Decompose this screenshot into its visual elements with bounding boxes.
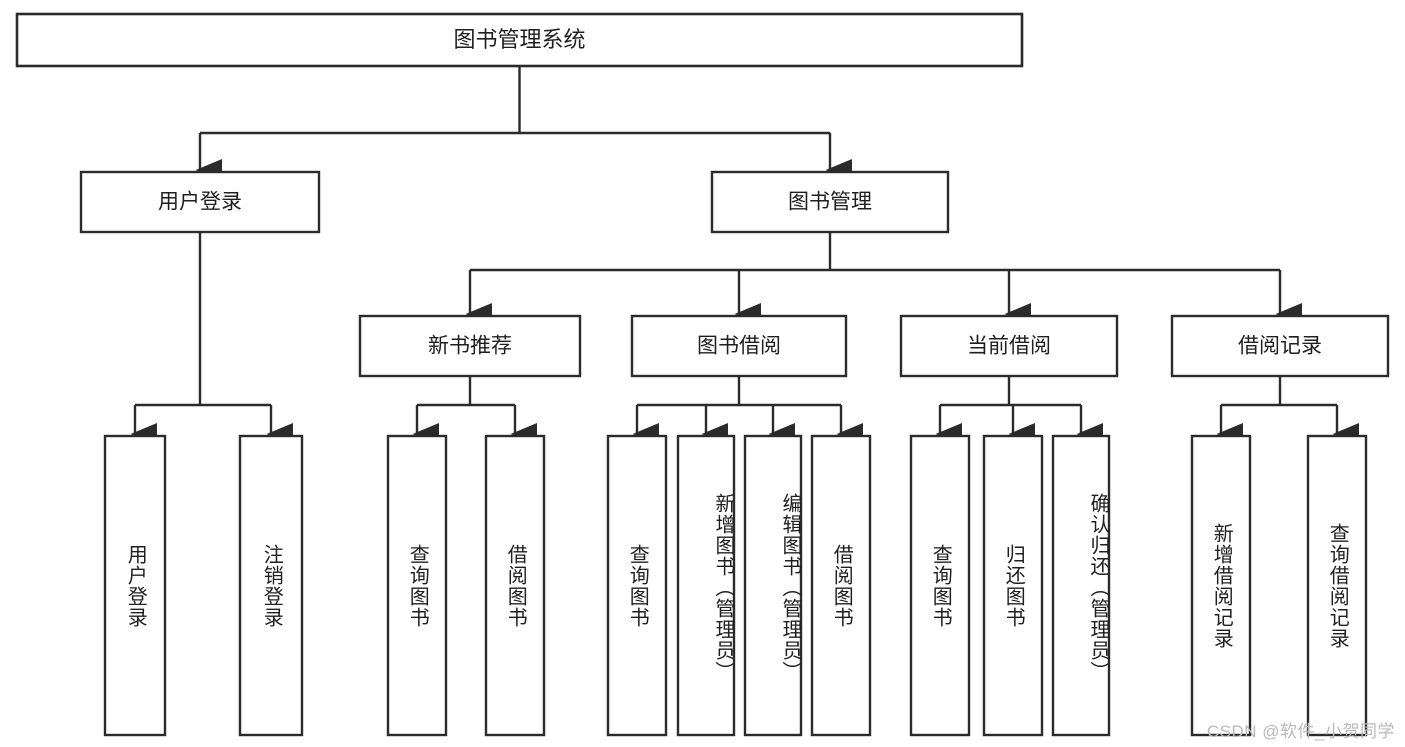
connector-layer <box>130 66 1359 445</box>
node-leaf-label-5: 新增图书（管理员） <box>712 493 734 682</box>
node-leaf-label-1-wrap: 注销登录 <box>260 543 283 628</box>
node-leaf-label-0-wrap: 用户登录 <box>124 543 147 628</box>
node-leaf-label-8-wrap: 查询图书 <box>929 543 952 628</box>
node-level2-box-2[interactable] <box>899 314 1119 378</box>
node-level2-box-3[interactable] <box>1170 314 1390 378</box>
node-leaf-label-3-wrap: 借阅图书 <box>504 543 527 628</box>
node-level1-label-0: 用户登录 <box>158 191 242 214</box>
node-leaf-box-2[interactable] <box>386 434 448 737</box>
node-leaf-box-9[interactable] <box>982 434 1044 737</box>
node-leaf-label-4: 查询图书 <box>626 543 649 628</box>
node-leaf-label-12: 查询借阅记录 <box>1326 522 1349 649</box>
node-leaf-label-11: 新增借阅记录 <box>1210 522 1233 649</box>
node-level2-box-1[interactable] <box>630 314 848 378</box>
node-leaf-label-9: 归还图书 <box>1002 543 1025 628</box>
node-leaf-box-8[interactable] <box>909 434 971 737</box>
node-leaf-label-2-wrap: 查询图书 <box>406 543 429 628</box>
node-leaf-label-0: 用户登录 <box>124 543 147 628</box>
node-leaf-label-10: 确认归还（管理员） <box>1087 493 1109 682</box>
node-leaf-label-3: 借阅图书 <box>504 543 527 628</box>
node-leaf-box-0[interactable] <box>103 434 167 737</box>
node-leaf-box-3[interactable] <box>484 434 546 737</box>
node-level2-label-0: 新书推荐 <box>428 335 512 358</box>
node-level2-label-2: 当前借阅 <box>967 335 1051 358</box>
node-leaf-box-11[interactable] <box>1190 434 1252 737</box>
node-leaf-box-10[interactable] <box>1051 434 1111 737</box>
node-level1-box-0[interactable] <box>79 170 321 234</box>
node-leaf-box-12[interactable] <box>1306 434 1368 737</box>
node-leaf-label-6-wrap: 编辑图书（管理员） <box>779 493 801 682</box>
node-level1-label-1: 图书管理 <box>788 191 872 214</box>
node-level2-box-0[interactable] <box>358 314 582 378</box>
node-level1-box-1[interactable] <box>710 170 950 234</box>
node-leaf-box-5[interactable] <box>676 434 736 737</box>
node-leaf-label-8: 查询图书 <box>929 543 952 628</box>
node-leaf-label-12-wrap: 查询借阅记录 <box>1326 522 1349 649</box>
node-leaf-box-6[interactable] <box>743 434 803 737</box>
node-leaf-box-1[interactable] <box>238 434 304 737</box>
node-level2-label-1: 图书借阅 <box>697 335 781 358</box>
node-leaf-label-10-wrap: 确认归还（管理员） <box>1087 493 1109 682</box>
node-leaf-label-2: 查询图书 <box>406 543 429 628</box>
box-layer <box>15 12 1390 737</box>
node-leaf-label-7-wrap: 借阅图书 <box>830 543 853 628</box>
node-leaf-label-9-wrap: 归还图书 <box>1002 543 1025 628</box>
label-layer: 图书管理系统用户登录图书管理新书推荐图书借阅当前借阅借阅记录用户登录注销登录查询… <box>124 27 1349 682</box>
node-leaf-label-1: 注销登录 <box>260 543 283 628</box>
node-root-label: 图书管理系统 <box>453 27 585 52</box>
node-leaf-label-7: 借阅图书 <box>830 543 853 628</box>
node-level2-label-3: 借阅记录 <box>1238 335 1322 358</box>
node-leaf-box-7[interactable] <box>810 434 872 737</box>
node-leaf-label-11-wrap: 新增借阅记录 <box>1210 522 1233 649</box>
node-leaf-label-6: 编辑图书（管理员） <box>779 493 801 682</box>
node-leaf-box-4[interactable] <box>606 434 668 737</box>
node-leaf-label-4-wrap: 查询图书 <box>626 543 649 628</box>
node-leaf-label-5-wrap: 新增图书（管理员） <box>712 493 734 682</box>
node-root-box[interactable] <box>15 12 1024 68</box>
